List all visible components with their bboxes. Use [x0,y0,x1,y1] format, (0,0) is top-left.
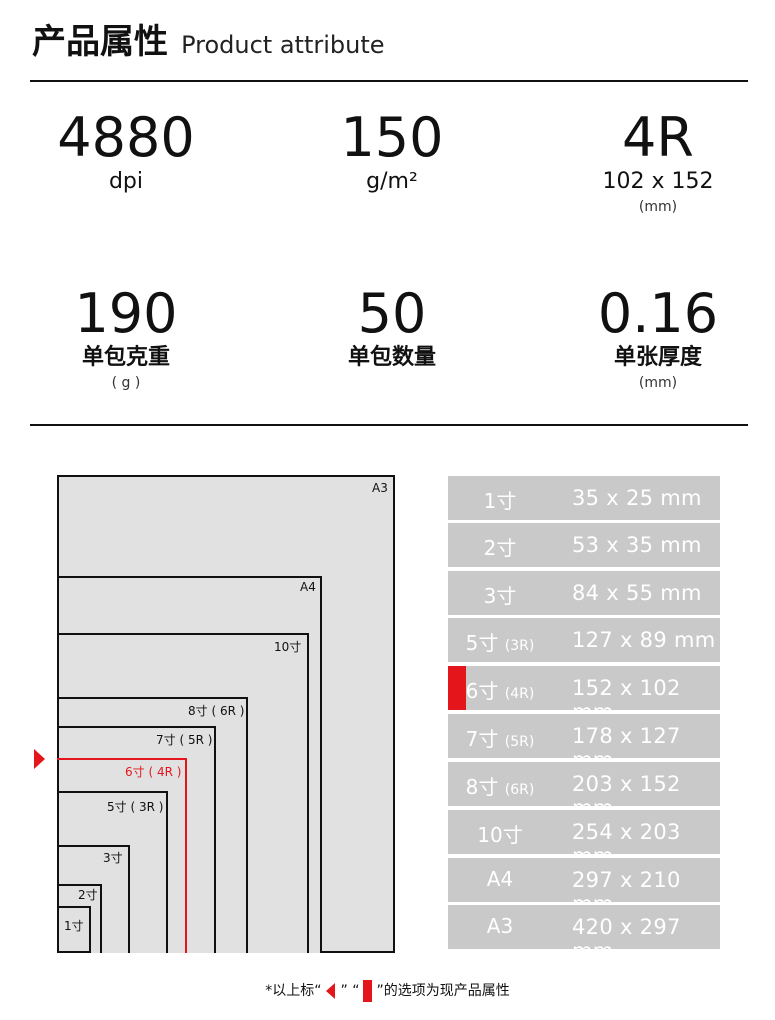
current-size-pointer-icon [34,749,45,769]
spec-label: 单包克重 [81,345,170,370]
label-a4: A4 [300,580,316,594]
spec-value: 4880 [57,106,195,169]
size-dimensions: 53 x 35 mm [572,533,702,557]
footnote-middle: ” “ [340,983,360,999]
label-3-inch: 3寸 [103,851,123,865]
current-size-marker-icon [448,666,466,710]
size-name: 5寸 (3R) [465,631,535,655]
label-2-inch: 2寸 [78,888,98,902]
spec-unit: (mm) [638,199,678,215]
spec-value: 190 [74,282,178,345]
spec-label: g/m² [366,169,418,194]
size-name: A4 [486,867,514,891]
spec-size: 4R 102 x 152 (mm) [558,110,758,218]
spec-pack-quantity: 50 单包数量 [292,286,492,372]
spec-resolution: 4880 dpi [26,110,226,196]
paper-6-inch-highlight [57,758,187,953]
label-a3: A3 [372,481,388,495]
triangle-marker-icon [325,983,335,999]
spec-value: 4R [622,106,694,169]
size-name: 8寸 (6R) [465,775,535,799]
size-dimensions: 254 x 203 mm [572,820,681,868]
size-dimensions: 84 x 55 mm [572,581,702,605]
paper-1-inch [57,906,91,953]
spec-pack-weight: 190 单包克重 ( g ) [26,286,226,394]
label-10-inch: 10寸 [274,640,302,654]
size-dimensions: 152 x 102 mm [572,676,681,724]
label-8-inch: 8寸 ( 6R ) [188,704,245,718]
size-row-a4: A4 297 x 210 mm [448,858,720,916]
spec-value: 0.16 [597,282,719,345]
size-row-a3: A3 420 x 297 mm [448,905,720,963]
spec-value: 150 [340,106,444,169]
label-1-inch: 1寸 [64,919,84,933]
size-name: 7寸 (5R) [465,727,535,751]
size-row-6-inch-selected: 6寸 (4R) 152 x 102 mm [448,666,720,724]
size-name: 3寸 [483,584,517,608]
size-name: 2寸 [483,536,517,560]
label-5-inch: 5寸 ( 3R ) [107,800,164,814]
size-name: 6寸 (4R) [465,679,535,703]
size-row-3-inch: 3寸 84 x 55 mm [448,571,720,615]
size-dimensions: 420 x 297 mm [572,915,681,963]
spec-value: 50 [357,282,427,345]
page-title: 产品属性 [32,22,168,62]
footnote-prefix: *以上标“ [265,983,322,999]
spec-unit: (mm) [638,375,678,391]
size-row-1-inch: 1寸 35 x 25 mm [448,476,720,520]
spec-label: 102 x 152 [602,169,714,194]
size-row-2-inch: 2寸 53 x 35 mm [448,523,720,567]
footnote: *以上标“ ” “ ”的选项为现产品属性 [0,980,775,1002]
size-row-8-inch: 8寸 (6R) 203 x 152 mm [448,762,720,820]
page-subtitle: Product attribute [181,31,385,59]
spec-thickness: 0.16 单张厚度 (mm) [558,286,758,394]
spec-label: 单包数量 [347,345,436,370]
label-6-inch: 6寸 ( 4R ) [125,765,182,779]
spec-unit: ( g ) [111,375,141,391]
spec-label: dpi [108,169,144,194]
size-row-10-inch: 10寸 254 x 203 mm [448,810,720,868]
middle-divider [30,424,748,426]
size-name: 1寸 [483,489,517,513]
size-name: A3 [486,914,514,938]
size-row-5-inch: 5寸 (3R) 127 x 89 mm [448,618,720,662]
size-row-7-inch: 7寸 (5R) 178 x 127 mm [448,714,720,772]
label-7-inch: 7寸 ( 5R ) [156,733,213,747]
page-header: 产品属性 Product attribute [32,14,385,63]
size-dimensions: 35 x 25 mm [572,486,702,510]
size-dimensions: 178 x 127 mm [572,724,681,772]
size-dimensions: 127 x 89 mm [572,628,716,652]
bar-marker-icon [363,980,373,1002]
top-divider [30,80,748,82]
spec-weight-per-area: 150 g/m² [292,110,492,196]
size-name: 10寸 [477,823,523,847]
footnote-suffix: ”的选项为现产品属性 [376,983,510,999]
spec-label: 单张厚度 [613,345,702,370]
